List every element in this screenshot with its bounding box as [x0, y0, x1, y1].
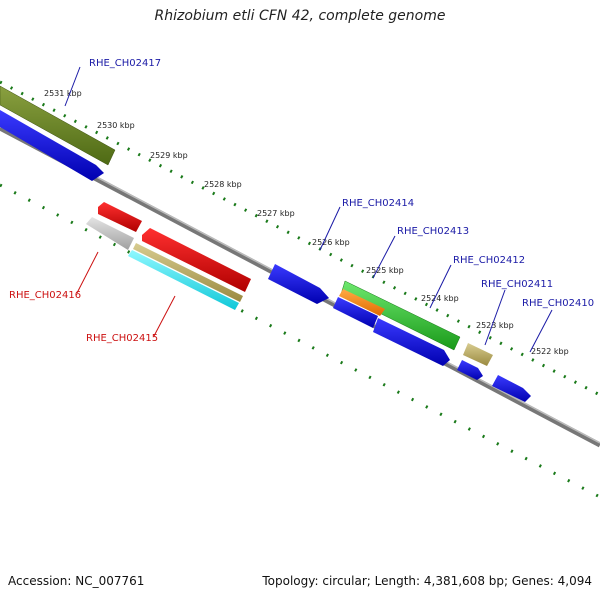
gene-leader-lines: [64, 66, 553, 353]
gene-red-2415[interactable]: [142, 228, 251, 292]
tick-label: 2522 kbp: [531, 347, 569, 356]
accession-text: Accession: NC_007761: [8, 574, 145, 588]
tick-labels: 2531 kbp 2530 kbp 2529 kbp 2528 kbp 2527…: [44, 89, 569, 356]
gene-label-2416[interactable]: RHE_CH02416: [9, 290, 81, 301]
gene-label-2414[interactable]: RHE_CH02414: [342, 198, 414, 209]
tick-label: 2530 kbp: [97, 121, 135, 130]
tick-label: 2531 kbp: [44, 89, 82, 98]
outer-tick-track: [0, 80, 600, 397]
reverse-genes: [86, 202, 251, 310]
gene-cyan-2415[interactable]: [128, 250, 239, 310]
inner-tick-track: [0, 183, 600, 499]
gene-gray-2416[interactable]: [86, 217, 134, 250]
tick-label: 2528 kbp: [204, 180, 242, 189]
gene-blue-2414[interactable]: [268, 264, 329, 304]
gene-label-2411[interactable]: RHE_CH02411: [481, 279, 553, 290]
gene-blue-2413b[interactable]: [373, 318, 450, 366]
gene-label-2410[interactable]: RHE_CH02410: [522, 298, 594, 309]
gene-tan-2415[interactable]: [133, 243, 243, 302]
tick-label: 2527 kbp: [257, 209, 295, 218]
map-title: Rhizobium etli CFN 42, complete genome: [154, 8, 446, 24]
tick-label: 2529 kbp: [150, 151, 188, 160]
gene-label-2415[interactable]: RHE_CH02415: [86, 333, 158, 344]
tick-label: 2524 kbp: [421, 294, 459, 303]
tick-label: 2525 kbp: [366, 266, 404, 275]
gene-blue-2413a[interactable]: [333, 297, 378, 328]
gene-green-2413[interactable]: [340, 280, 461, 351]
gene-blue-2410[interactable]: [492, 375, 531, 402]
gene-blue-2417[interactable]: [0, 110, 104, 181]
gene-label-2413[interactable]: RHE_CH02413: [397, 226, 469, 237]
gene-label-2412[interactable]: RHE_CH02412: [453, 255, 525, 266]
genome-summary-text: Topology: circular; Length: 4,381,608 bp…: [262, 574, 592, 588]
gene-label-2417[interactable]: RHE_CH02417: [89, 58, 161, 69]
tick-label: 2523 kbp: [476, 321, 514, 330]
gene-blue-2411[interactable]: [457, 360, 483, 380]
forward-genes: [0, 85, 531, 402]
gene-olive-2417[interactable]: [0, 85, 116, 166]
gene-orange-2413[interactable]: [339, 289, 385, 316]
tick-label: 2526 kbp: [312, 238, 350, 247]
gene-tan-2412[interactable]: [463, 343, 493, 366]
gene-red-2416[interactable]: [98, 202, 142, 232]
